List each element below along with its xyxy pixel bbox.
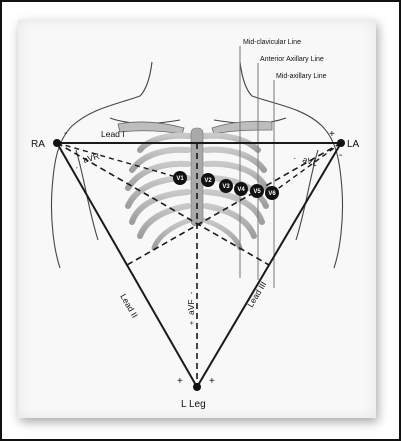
lead-i-label: Lead I: [101, 129, 125, 139]
avr-minus-sign: -: [75, 164, 80, 172]
la-plus-sign: +: [329, 129, 335, 140]
la-minus-sign: -: [339, 150, 342, 161]
lleg-label: L Leg: [181, 399, 206, 410]
v4-label: V4: [237, 187, 245, 193]
ra-electrode: [53, 139, 61, 147]
ra-label: RA: [31, 139, 45, 150]
leg-left-plus-sign: +: [177, 376, 183, 387]
midaxillary-line-label: Mid-axillary Line: [276, 73, 327, 80]
lead-ii-label: Lead II: [118, 292, 140, 320]
avr-label: aVR: [82, 151, 101, 165]
v3-label: V3: [222, 184, 230, 190]
ra-minus-sign: -: [64, 128, 67, 139]
leg-right-plus-sign: +: [209, 376, 215, 387]
v5-label: V5: [253, 189, 261, 195]
lead-iii-label: Lead III: [245, 280, 268, 309]
midclavicular-line-label: Mid-clavicular Line: [243, 39, 301, 46]
la-label: LA: [347, 139, 360, 150]
avf-plus-sign: +: [189, 321, 196, 325]
v2-label: V2: [204, 178, 212, 184]
avl-minus-sign: -: [292, 155, 297, 163]
avf-minus-sign: -: [189, 291, 196, 294]
anterior-axillary-line-label: Anterior Axillary Line: [260, 56, 324, 63]
v1-label: V1: [176, 176, 184, 182]
la-electrode: [337, 139, 345, 147]
lleg-electrode: [193, 383, 201, 391]
v6-label: V6: [268, 191, 276, 197]
avf-label: aVF: [186, 299, 196, 315]
